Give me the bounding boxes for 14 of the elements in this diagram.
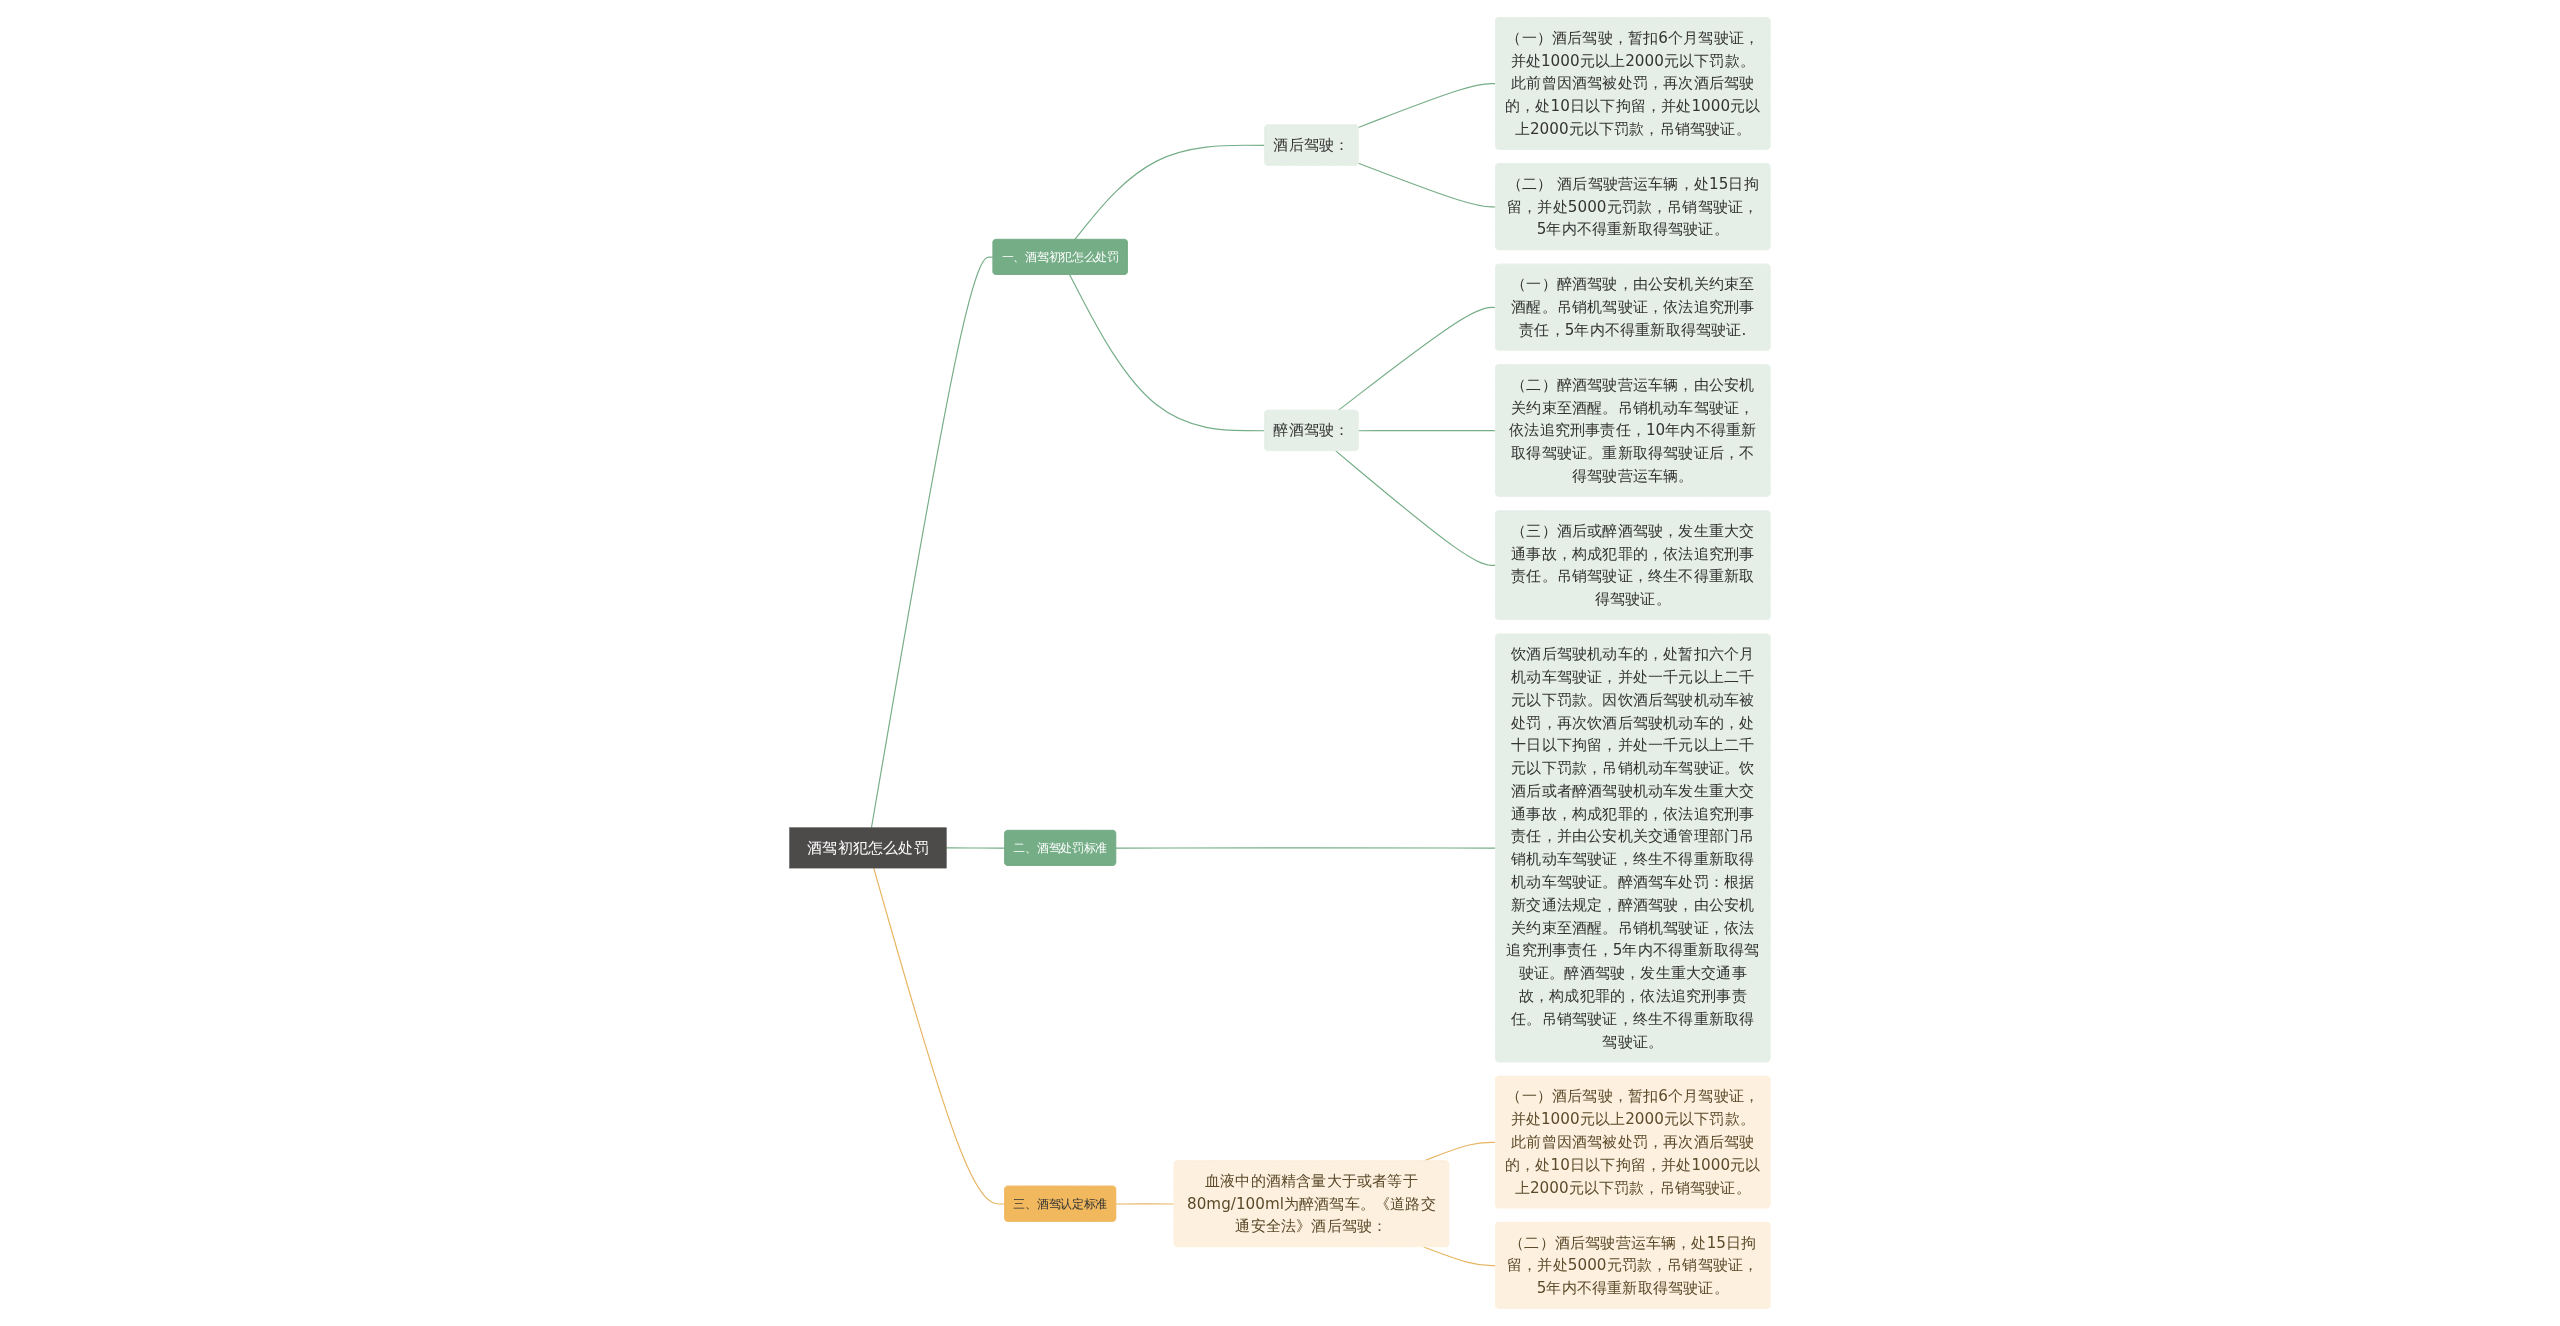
- connector: [1115, 847, 1497, 849]
- node-box: 酒驾初犯怎么处罚: [789, 827, 947, 869]
- connector: [1115, 1203, 1176, 1205]
- connector: [1357, 162, 1497, 208]
- connector: [1069, 274, 1266, 432]
- connector: [1358, 429, 1497, 432]
- connector: [1074, 144, 1266, 241]
- connector: [870, 256, 994, 829]
- connector: [1337, 306, 1497, 412]
- connector: [945, 847, 1006, 849]
- connector: [1357, 83, 1497, 128]
- connector: [1423, 1246, 1497, 1267]
- connector: [1335, 450, 1497, 566]
- connector: [873, 867, 1006, 1205]
